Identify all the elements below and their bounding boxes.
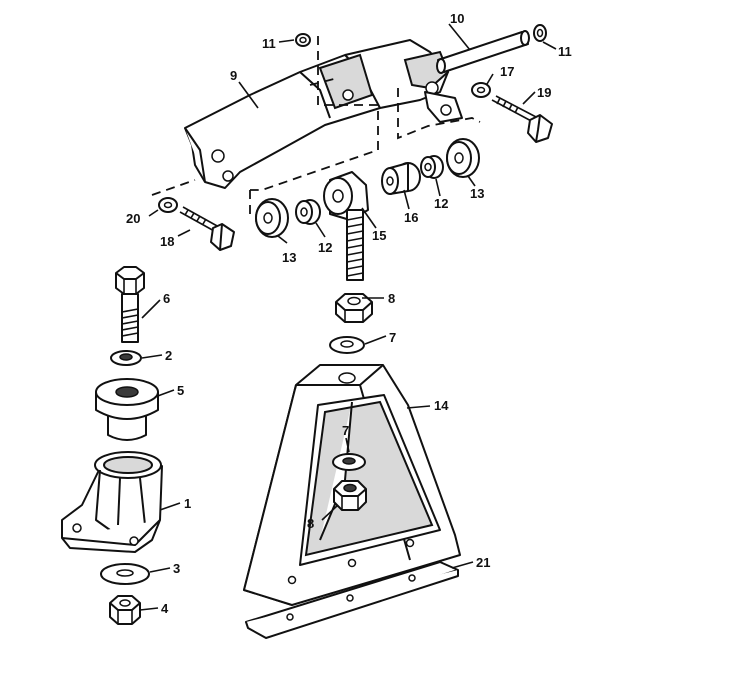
bolt-washer-upper [471,82,491,98]
base-nut [109,595,141,625]
pin-retainer-right [533,24,547,42]
callout-21: 21 [476,555,490,570]
callout-11-left: 11 [262,36,276,51]
through-bolt-lower [179,206,235,251]
rod-end-stud [323,171,369,281]
callout-17: 17 [500,64,514,79]
callout-19: 19 [537,85,551,100]
stud-nut-lower [333,480,367,511]
callout-4: 4 [161,601,169,616]
callout-13-right: 13 [470,186,484,201]
callout-12-right: 12 [434,196,448,211]
callout-16: 16 [404,210,418,225]
through-bolt-upper [491,95,553,143]
callout-12-left: 12 [318,240,332,255]
callout-18: 18 [160,234,174,249]
callout-6: 6 [163,291,170,306]
bolt-washer-lower [158,197,178,213]
isolator-washer-right [446,138,480,178]
callout-15: 15 [372,228,386,243]
callout-7-upper: 7 [389,330,396,345]
pin-retainer-left [295,33,311,47]
stud-washer-upper [329,336,365,354]
callout-7-lower: 7 [342,423,349,438]
rubber-cushion [95,378,159,441]
bolt-washer [110,350,142,366]
base-washer [100,563,150,585]
callout-8-upper: 8 [388,291,395,306]
stud-washer-lower [332,453,366,471]
callout-5: 5 [177,383,184,398]
callout-10: 10 [450,11,464,26]
spacer-sleeve-right [420,155,444,179]
base-plate [245,561,459,639]
callout-2: 2 [165,348,172,363]
assembly-guide-lines [151,36,481,215]
mount-bolt [115,266,145,343]
stud-nut-upper [335,293,373,323]
callout-14: 14 [434,398,449,413]
leader-lines [139,23,557,611]
callout-3: 3 [173,561,180,576]
mount-base [61,451,163,553]
callout-11-right: 11 [558,44,572,59]
mount-bracket [184,39,463,189]
rubber-bushing [381,162,421,195]
callout-8-lower: 8 [307,516,314,531]
callout-20: 20 [126,211,140,226]
callout-13-left: 13 [282,250,296,265]
spacer-sleeve-left [295,199,321,225]
callout-9: 9 [230,68,237,83]
pivot-pin [436,30,530,74]
callout-1: 1 [184,496,191,511]
isolator-washer-left [255,198,289,238]
callout-labels: 9 11 10 11 17 19 20 18 13 12 15 16 12 13… [126,11,572,616]
